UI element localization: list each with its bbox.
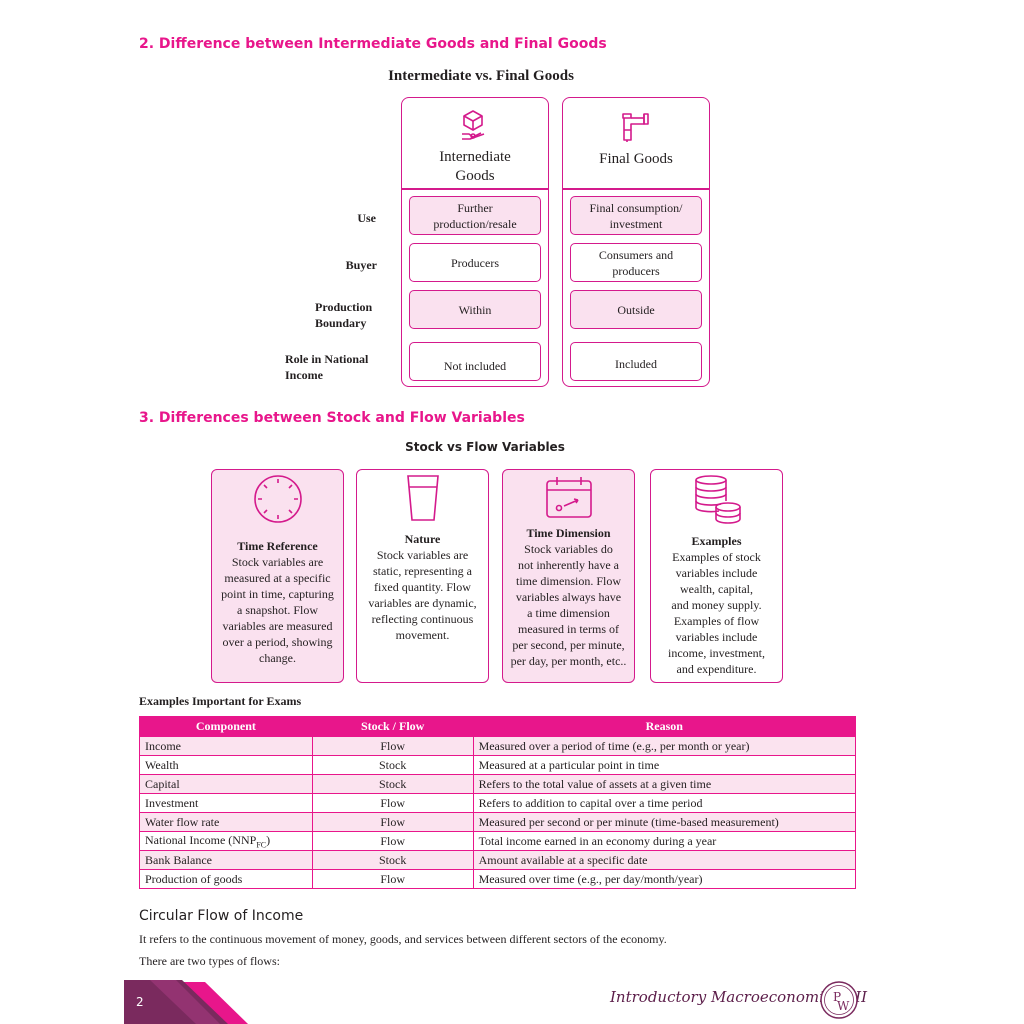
table-row: Production of goods Flow Measured over t…: [139, 869, 857, 889]
circular-flow-paragraph: It refers to the continuous movement of …: [139, 932, 667, 946]
cell-type: Flow: [311, 793, 474, 813]
pw-logo: P W: [820, 981, 858, 1019]
cell-component: National Income (NNPFC): [139, 831, 313, 851]
cell-reason: Refers to the total value of assets at a…: [472, 774, 857, 794]
intermediate-goods-header-line2: Goods: [455, 168, 495, 184]
diagram-title-stock-flow: Stock vs Flow Variables: [405, 440, 565, 454]
cell-type: Stock: [311, 850, 474, 870]
calendar-icon: [545, 477, 592, 518]
card-time-dimension: Time Dimension Stock variables do not in…: [502, 469, 635, 683]
cell-type: Stock: [311, 755, 474, 775]
card-title: Time Dimension: [526, 526, 611, 540]
cell-component: Investment: [139, 793, 313, 813]
card-title: Time Reference: [237, 539, 318, 553]
card-title: Examples: [691, 534, 742, 548]
cell-component: Income: [139, 736, 313, 756]
examples-heading: Examples Important for Exams: [139, 694, 302, 708]
card-body: Stock variables are static, representing…: [368, 548, 477, 642]
intermediate-role-cell: Not included: [409, 342, 541, 381]
final-boundary-cell: Outside: [570, 290, 702, 329]
table-row: Income Flow Measured over a period of ti…: [139, 736, 857, 756]
row-label-buyer: Buyer: [345, 258, 377, 272]
cell-component: Capital: [139, 774, 313, 794]
final-goods-column: [562, 97, 710, 387]
pw-logo-p: P: [833, 990, 841, 1004]
cell-component: Wealth: [139, 755, 313, 775]
footer-band-graphic: [124, 980, 248, 1024]
section-heading-stock-flow: 3. Differences between Stock and Flow Va…: [139, 410, 525, 426]
table-row: Bank Balance Stock Amount available at a…: [139, 850, 857, 870]
column-divider: [562, 188, 710, 190]
diagram-title-intermediate-final: Intermediate vs. Final Goods: [388, 68, 574, 84]
intermediate-goods-header-line1: Internediate: [439, 149, 511, 165]
table-row: Capital Stock Refers to the total value …: [139, 774, 857, 794]
table-row: Investment Flow Refers to addition to ca…: [139, 793, 857, 813]
pw-logo-w: W: [837, 999, 850, 1013]
cell-type: Flow: [311, 869, 474, 889]
column-divider: [401, 188, 549, 190]
card-title: Nature: [404, 532, 441, 546]
intermediate-boundary-cell: Within: [409, 290, 541, 329]
glass-icon: [406, 475, 439, 521]
circular-flow-types: There are two types of flows:: [139, 954, 280, 968]
page-number: 2: [136, 995, 144, 1009]
book-title: Introductory Macroeconomics-XII: [610, 988, 868, 1006]
intermediate-buyer-cell: Producers: [409, 243, 541, 282]
pipe-elbow-icon: [622, 113, 649, 142]
header-reason: Reason: [472, 716, 857, 737]
clock-icon: [253, 475, 302, 523]
section-heading-intermediate-final: 2. Difference between Intermediate Goods…: [139, 36, 607, 52]
cell-type: Flow: [311, 812, 474, 832]
coins-stack-icon: [694, 475, 741, 524]
table-row: Wealth Stock Measured at a particular po…: [139, 755, 857, 775]
card-nature: Nature Stock variables are static, repre…: [356, 469, 489, 683]
final-goods-header: Final Goods: [599, 151, 673, 167]
final-use-cell: Final consumption/investment: [570, 196, 702, 235]
card-time-reference: Time Reference Stock variables are measu…: [211, 469, 344, 683]
cell-type: Stock: [311, 774, 474, 794]
card-examples: Examples Examples of stock variables inc…: [650, 469, 783, 683]
card-body: Stock variables do not inherently have a…: [510, 542, 627, 668]
final-role-cell: Included: [570, 342, 702, 381]
table-header-row: Component Stock / Flow Reason: [139, 716, 857, 737]
cell-component: Production of goods: [139, 869, 313, 889]
cell-reason: Refers to addition to capital over a tim…: [472, 793, 857, 813]
cell-reason: Measured at a particular point in time: [472, 755, 857, 775]
cell-reason: Amount available at a specific date: [472, 850, 857, 870]
examples-table: Component Stock / Flow Reason Income Flo…: [139, 716, 857, 889]
cell-component: Bank Balance: [139, 850, 313, 870]
header-component: Component: [139, 716, 313, 737]
cell-reason: Total income earned in an economy during…: [472, 831, 857, 851]
cell-reason: Measured over time (e.g., per day/month/…: [472, 869, 857, 889]
cell-type: Flow: [311, 831, 474, 851]
intermediate-goods-column: [401, 97, 549, 387]
cell-type: Flow: [311, 736, 474, 756]
card-body: Stock variables are measured at a specif…: [221, 555, 334, 665]
cell-component: Water flow rate: [139, 812, 313, 832]
circular-flow-heading: Circular Flow of Income: [139, 908, 304, 924]
header-stock-flow: Stock / Flow: [311, 716, 474, 737]
cube-hand-icon: [462, 110, 485, 140]
table-row: Water flow rate Flow Measured per second…: [139, 812, 857, 832]
row-label-role-national-income: Role in National Income: [285, 352, 369, 382]
cell-reason: Measured per second or per minute (time-…: [472, 812, 857, 832]
row-label-production-boundary: Production Boundary: [315, 300, 373, 330]
row-label-use: Use: [357, 211, 376, 225]
table-row: National Income (NNPFC) Flow Total incom…: [139, 831, 857, 851]
card-body: Examples of stock variables include weal…: [668, 550, 765, 676]
cell-reason: Measured over a period of time (e.g., pe…: [472, 736, 857, 756]
